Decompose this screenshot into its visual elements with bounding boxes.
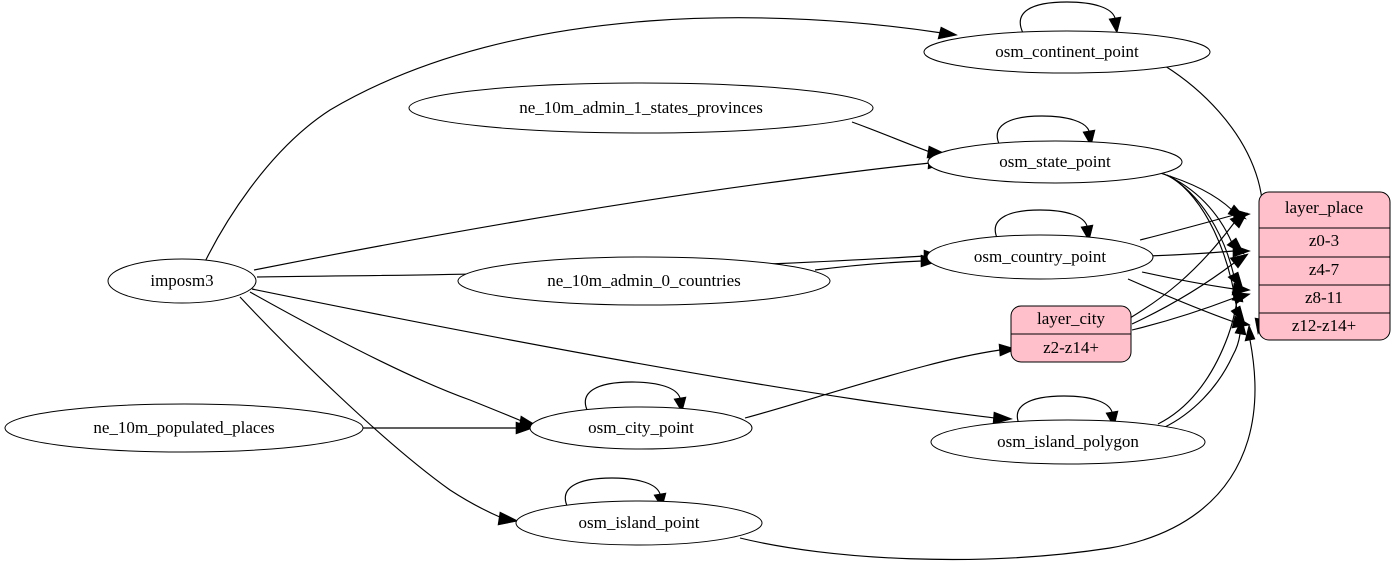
edge-osm_continent_point-to-layer_place-z12 <box>1164 65 1267 335</box>
edge-osm_island_point-to-layer_place-z12 <box>739 324 1256 561</box>
edge-layer_city-to-layer_place-z0 <box>1129 212 1248 319</box>
node-ne_10m_admin_1_states_provinces[interactable]: ne_10m_admin_1_states_provinces <box>408 82 874 134</box>
node-ne_10m_populated_places[interactable]: ne_10m_populated_places <box>4 403 364 453</box>
node-osm_continent_point[interactable]: osm_continent_point <box>923 30 1211 74</box>
edge-osm_state_point-to-layer_place-z8 <box>1166 174 1244 290</box>
record-layer_city[interactable]: layer_city z2-z14+ <box>1010 305 1132 363</box>
node-imposm3[interactable]: imposm3 <box>107 258 257 304</box>
record-layer_place[interactable]: layer_place z0-3 z4-7 z8-11 z12-z14+ <box>1258 191 1391 341</box>
edge-osm_country_point-to-layer_place-z12 <box>1127 278 1251 329</box>
edge-ne_10m_admin_1_states_provinces-to-osm_state_point <box>851 121 947 159</box>
node-osm_state_point[interactable]: osm_state_point <box>927 140 1183 184</box>
node-osm_island_polygon[interactable]: osm_island_polygon <box>930 419 1206 465</box>
edge-osm_island_polygon-to-layer_place-z12 <box>1162 318 1247 429</box>
edge-osm_island_polygon-to-layer_place-z8 <box>1157 285 1244 425</box>
node-osm_country_point[interactable]: osm_country_point <box>926 234 1154 280</box>
node-osm_city_point[interactable]: osm_city_point <box>529 406 753 450</box>
node-osm_island_point[interactable]: osm_island_point <box>515 500 763 546</box>
edge-imposm3-to-osm_island_polygon <box>251 288 1013 425</box>
edge-osm_continent_point-self-loop <box>1019 1 1122 34</box>
edge-ne_10m_populated_places-to-osm_city_point <box>363 421 534 435</box>
edge-osm_country_point-to-layer_place-z4 <box>1147 244 1251 258</box>
node-ne_10m_admin_0_countries[interactable]: ne_10m_admin_0_countries <box>457 256 831 306</box>
edge-imposm3-to-osm_island_point <box>239 296 519 526</box>
edge-ne_10m_admin_0_countries-to-osm_country_point <box>814 254 940 271</box>
edge-layer_city-to-layer_place-z4 <box>1131 253 1249 325</box>
edge-imposm3-to-osm_state_point <box>253 156 947 271</box>
edge-imposm3-to-osm_city_point <box>249 291 540 429</box>
edge-imposm3-to-osm_continent_point <box>199 17 958 273</box>
edge-osm_city_point-to-layer_city-z2 <box>744 343 1017 419</box>
nodes-layer: imposm3 ne_10m_admin_1_states_provinces … <box>4 30 1211 546</box>
